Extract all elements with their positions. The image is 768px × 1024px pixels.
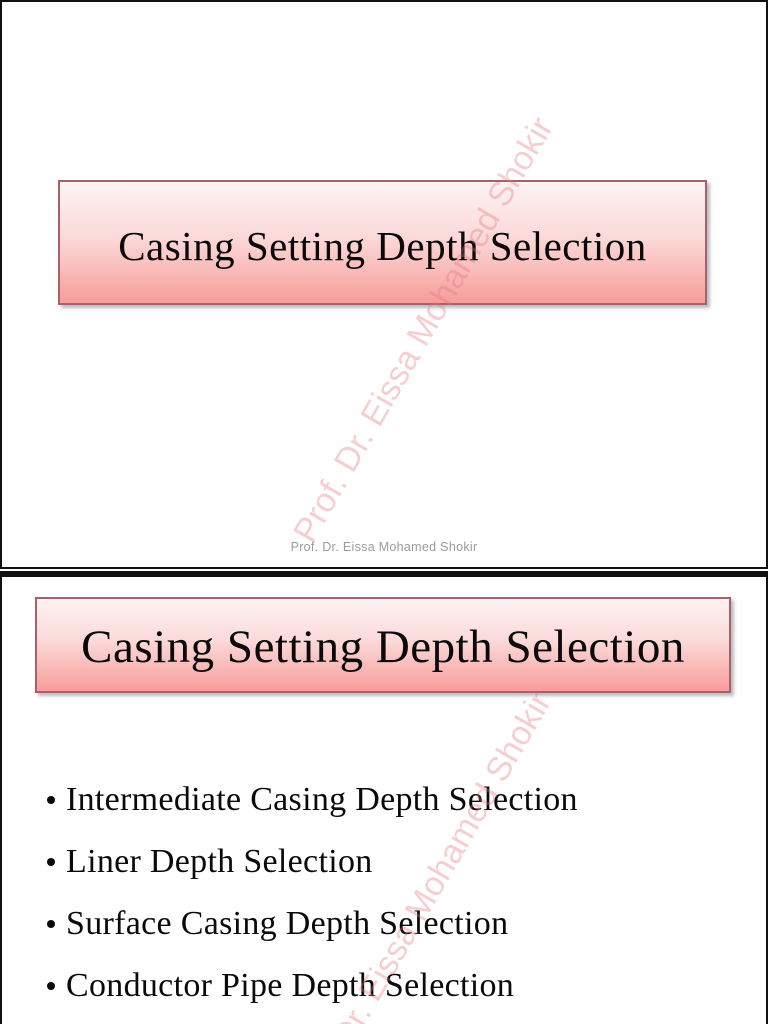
slide-1: Prof. Dr. Eissa Mohamed Shokir Casing Se… xyxy=(0,0,768,569)
diagonal-watermark: Prof. Dr. Eissa Mohamed Shokir xyxy=(286,110,561,549)
bullet-icon xyxy=(47,920,55,928)
bullet-list: Intermediate Casing Depth Selection Line… xyxy=(2,769,578,1017)
page-divider xyxy=(0,571,768,577)
bullet-icon xyxy=(47,982,55,990)
bullet-icon xyxy=(47,796,55,804)
title-box: Casing Setting Depth Selection xyxy=(58,180,707,305)
bullet-text: Conductor Pipe Depth Selection xyxy=(66,967,515,1004)
author-footer: Prof. Dr. Eissa Mohamed Shokir xyxy=(290,540,478,554)
slide-title: Casing Setting Depth Selection xyxy=(81,621,685,673)
list-item: Liner Depth Selection xyxy=(2,831,578,893)
list-item: Conductor Pipe Depth Selection xyxy=(2,955,578,1017)
list-item: Surface Casing Depth Selection xyxy=(2,893,578,955)
slide-2: Prof. Dr. Eissa Mohamed Shokir Casing Se… xyxy=(0,577,768,1024)
list-item: Intermediate Casing Depth Selection xyxy=(2,769,578,831)
title-box: Casing Setting Depth Selection xyxy=(35,597,731,693)
slide-title: Casing Setting Depth Selection xyxy=(118,222,647,269)
bullet-icon xyxy=(47,858,55,866)
bullet-text: Liner Depth Selection xyxy=(66,843,373,880)
bullet-text: Intermediate Casing Depth Selection xyxy=(66,781,578,818)
bullet-text: Surface Casing Depth Selection xyxy=(66,905,509,942)
